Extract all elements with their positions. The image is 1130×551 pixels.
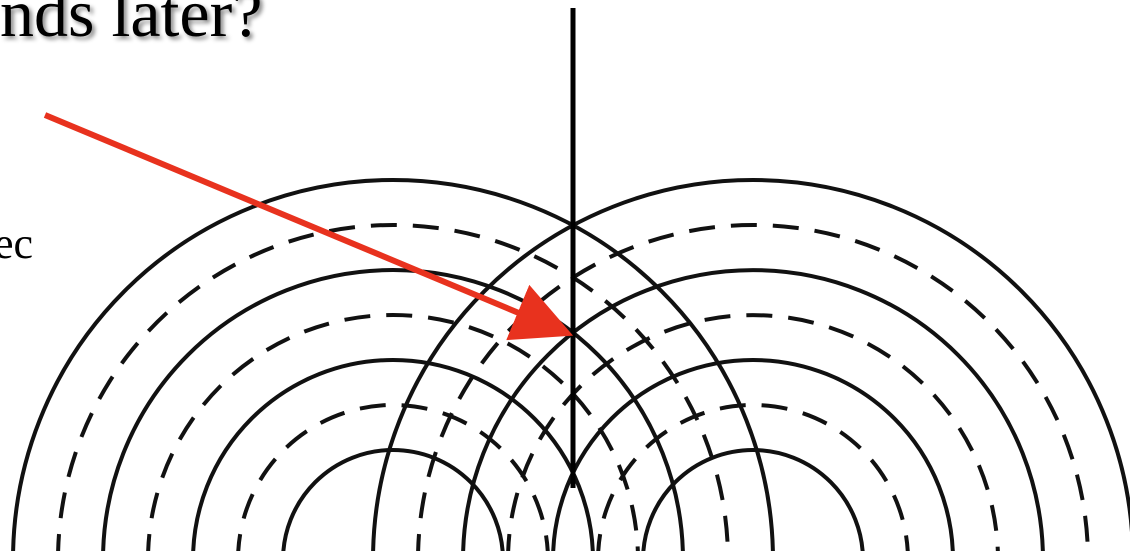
left-wave-crest-arc: [191, 358, 595, 551]
left-wave-trough-arc: [56, 223, 730, 551]
left-wave-trough-arc: [236, 403, 550, 551]
right-wave-trough-arc: [416, 223, 1090, 551]
right-wave-crest-arc: [641, 448, 865, 551]
right-wave-crest-arc: [371, 178, 1130, 551]
right-source-wavefronts: [371, 178, 1130, 551]
pointer-arrow: [43, 112, 574, 341]
slide-title: nds later?: [0, 0, 263, 51]
right-wave-trough-arc: [506, 313, 1000, 551]
left-wave-crest-arc: [11, 178, 775, 551]
left-source-wavefronts: [11, 178, 775, 551]
left-wave-trough-arc: [146, 313, 640, 551]
left-wave-crest-arc: [281, 448, 505, 551]
side-text: ec: [0, 219, 34, 268]
right-wave-crest-arc: [461, 268, 1045, 551]
left-wave-crest-arc: [101, 268, 685, 551]
right-wave-trough-arc: [596, 403, 910, 551]
right-wave-crest-arc: [551, 358, 955, 551]
